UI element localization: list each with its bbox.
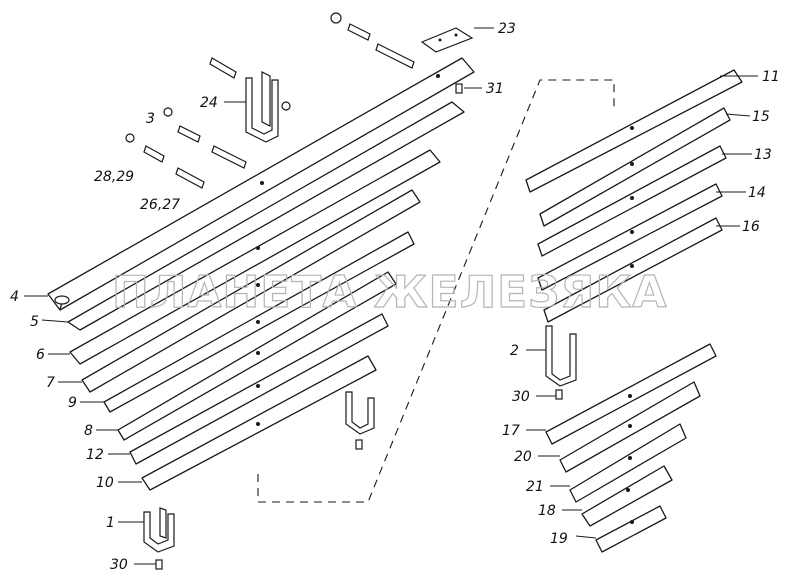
dashed-bracket <box>257 79 615 503</box>
clamp-middle <box>345 391 375 435</box>
callout-12: 12 <box>86 447 104 463</box>
screw-30-right <box>555 389 563 400</box>
callout-labels: 4 5 6 7 9 8 12 10 1 30 23 31 24 3 28,29 … <box>10 21 780 573</box>
leaf-6 <box>69 149 441 365</box>
callout-17: 17 <box>502 423 520 439</box>
callout-21: 21 <box>526 479 544 495</box>
callout-31: 31 <box>486 81 504 97</box>
callout-3: 3 <box>146 111 155 127</box>
clamp-1 <box>143 507 175 553</box>
callout-4: 4 <box>10 289 19 305</box>
callout-19: 19 <box>550 531 568 547</box>
leaf-5 <box>67 101 465 331</box>
callout-30-right: 30 <box>512 389 530 405</box>
leaf-21 <box>569 423 687 503</box>
leaf-15 <box>539 107 731 227</box>
screw-30-left <box>155 559 163 570</box>
callout-1: 1 <box>106 515 115 531</box>
leaf-18 <box>581 465 673 527</box>
pins-3-28 <box>125 107 201 163</box>
leaf-16 <box>543 217 723 323</box>
callout-9: 9 <box>68 395 77 411</box>
leader-lines <box>24 27 758 565</box>
watermark-text: ПЛАНЕТА ЖЕЛЕЗЯКА <box>112 267 667 318</box>
clamp-2 <box>545 325 577 387</box>
callout-30-left: 30 <box>110 557 128 573</box>
callout-14: 14 <box>748 185 766 201</box>
leaf-19 <box>595 505 667 553</box>
callout-16: 16 <box>742 219 760 235</box>
callout-2: 2 <box>510 343 519 359</box>
leaf-8 <box>117 271 397 441</box>
callout-24: 24 <box>200 95 218 111</box>
callout-10: 10 <box>96 475 114 491</box>
screw-middle <box>355 439 363 450</box>
leaf-13 <box>537 145 727 257</box>
leaf-12 <box>129 313 389 465</box>
callout-5: 5 <box>30 314 39 330</box>
callout-8: 8 <box>84 423 93 439</box>
leaf-20 <box>559 381 701 473</box>
callout-6: 6 <box>36 347 45 363</box>
leaf-14 <box>537 183 723 291</box>
leaf-10 <box>141 355 377 491</box>
callout-28-29: 28,29 <box>94 169 134 185</box>
bolts-26-27 <box>175 145 247 189</box>
callout-13: 13 <box>754 147 772 163</box>
leaf-7 <box>81 189 421 393</box>
leaf-17 <box>545 343 717 445</box>
screw-31 <box>455 83 463 94</box>
callout-15: 15 <box>752 109 770 125</box>
plate-23 <box>420 27 474 53</box>
leaf-main-4 <box>47 57 475 311</box>
callout-20: 20 <box>514 449 532 465</box>
leaf-11 <box>525 69 743 193</box>
callout-11: 11 <box>762 69 780 85</box>
callout-7: 7 <box>46 375 55 391</box>
clamp-24 <box>245 71 279 143</box>
leaf-9 <box>103 231 415 413</box>
callout-18: 18 <box>538 503 556 519</box>
nuts-bolts-top <box>209 12 415 111</box>
callout-26-27: 26,27 <box>140 197 180 213</box>
callout-23: 23 <box>498 21 516 37</box>
